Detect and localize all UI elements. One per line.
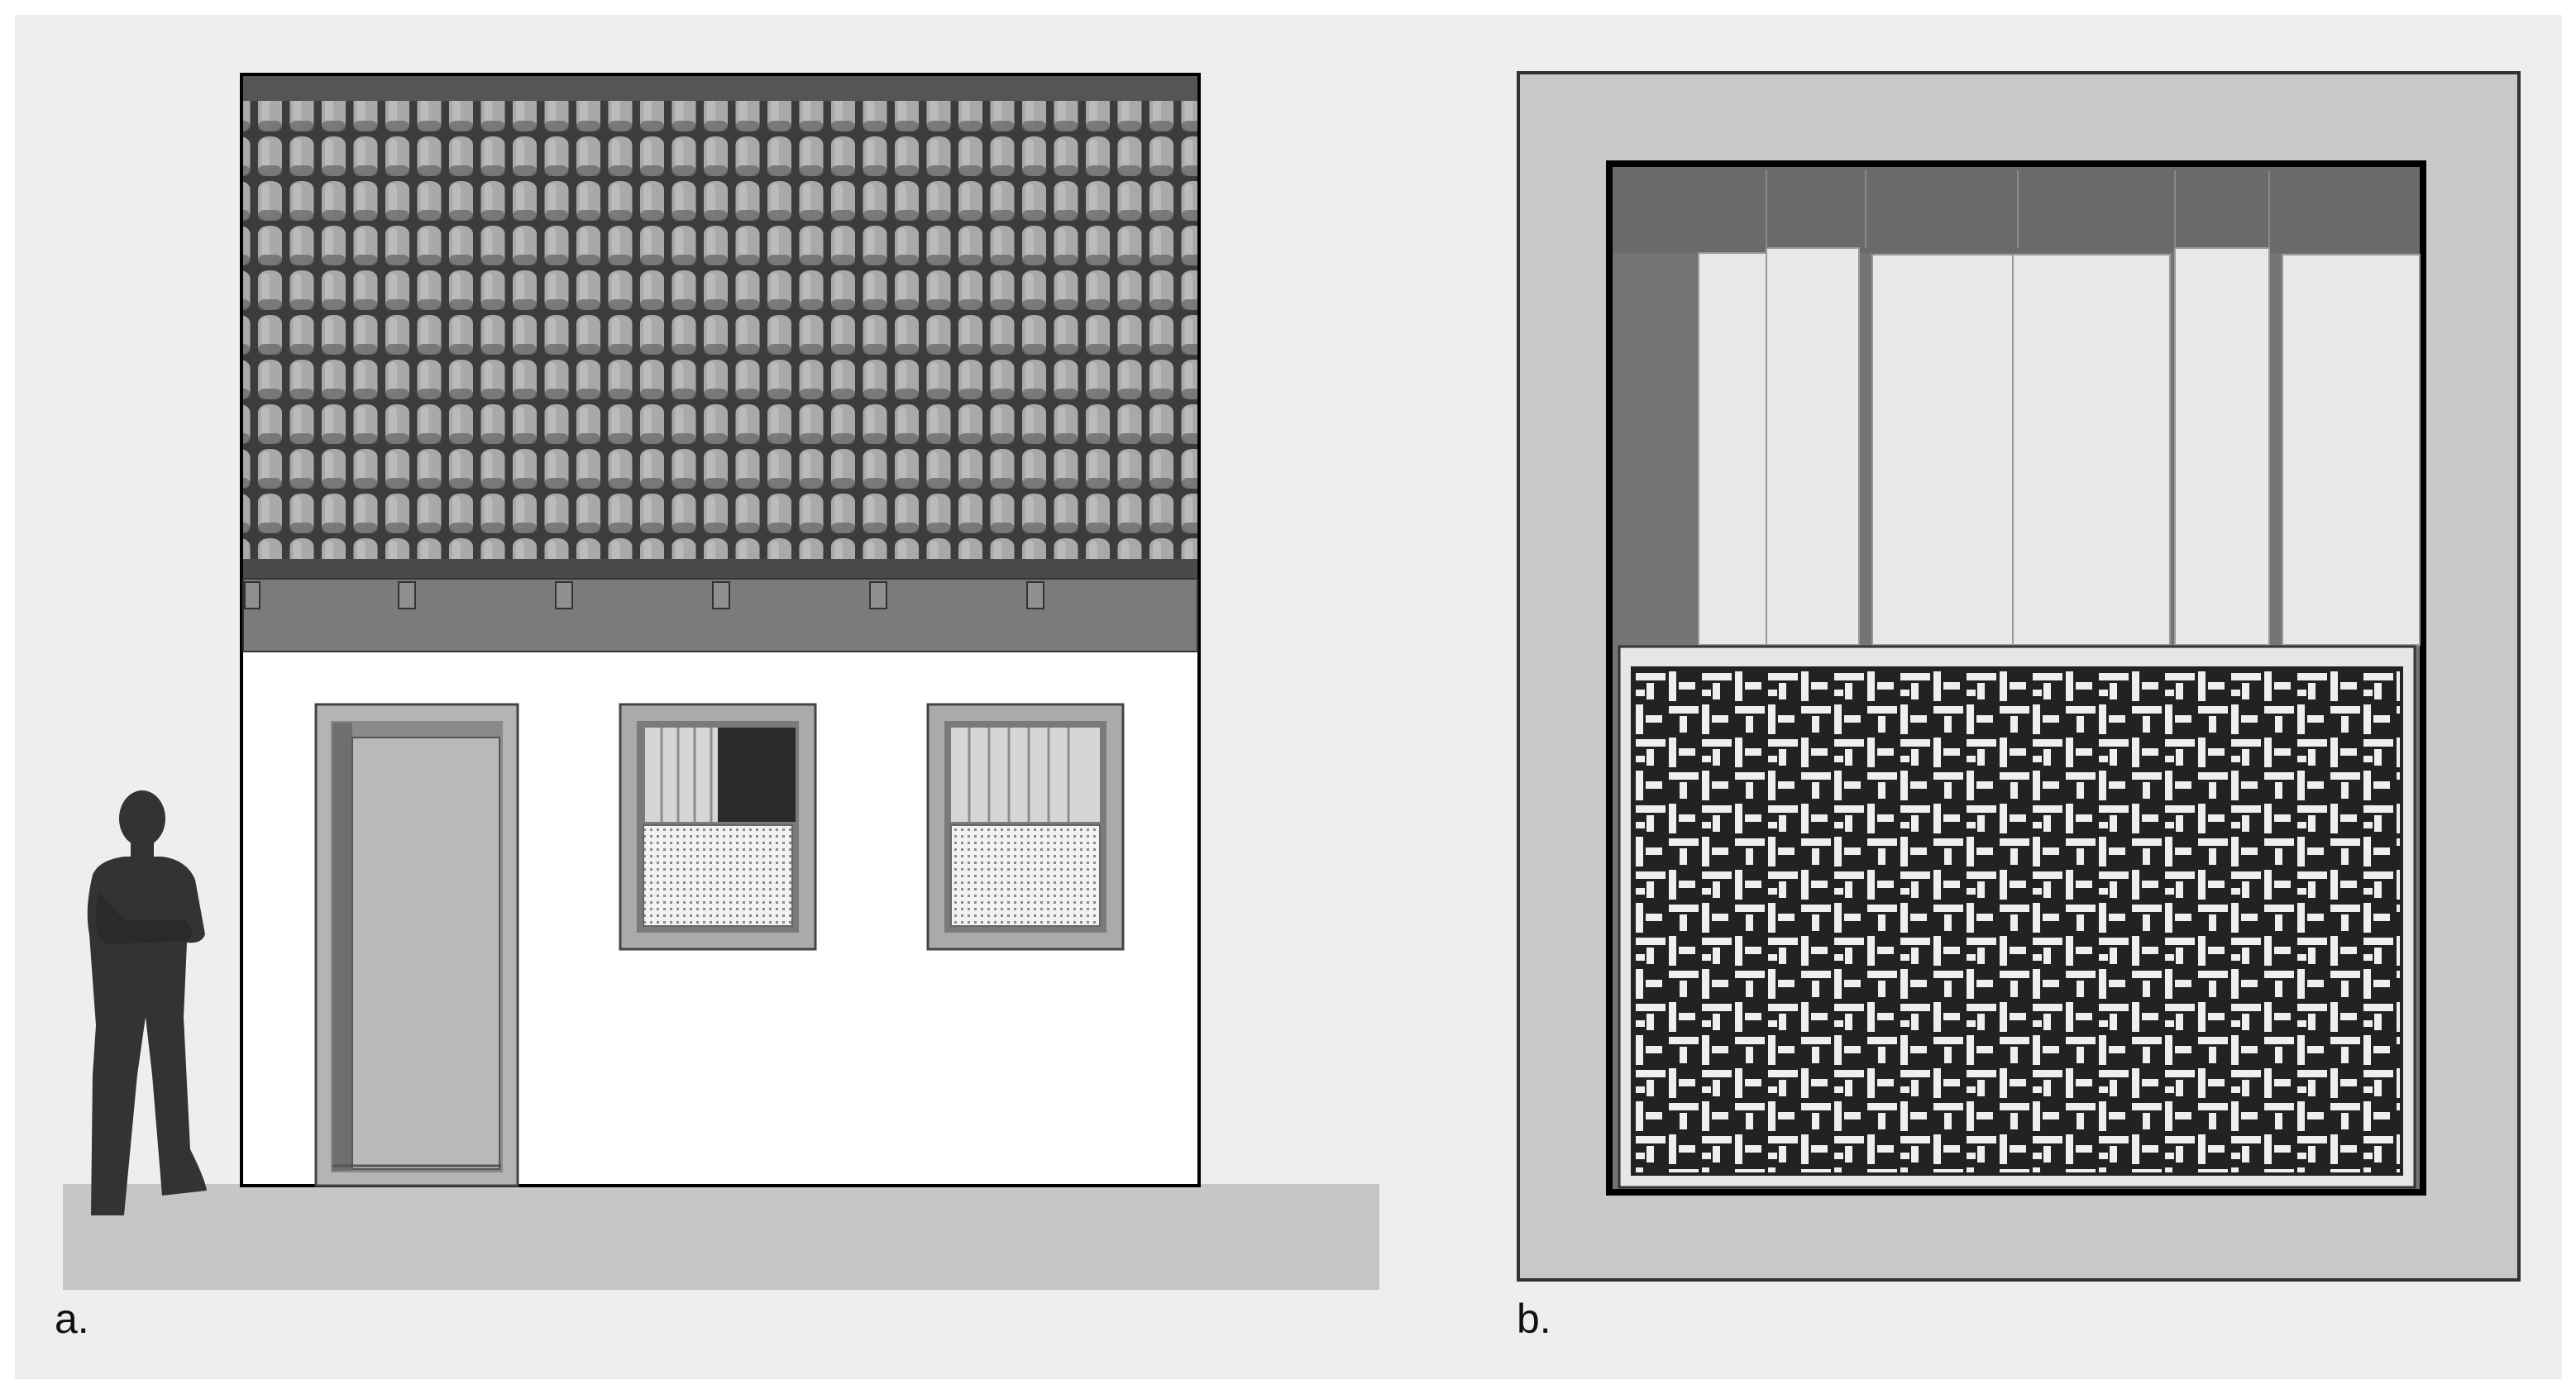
roof-edge: [243, 559, 1197, 579]
window-right: [926, 703, 1125, 951]
panel-a-label: a.: [55, 1296, 89, 1342]
detail-top-band: [1613, 167, 2420, 253]
person-silhouette-icon: [87, 790, 207, 1215]
elevation-panel: a.: [55, 73, 1379, 1342]
roof-top-band: [243, 76, 1197, 101]
window-detail-panel: b.: [1517, 71, 2521, 1342]
panel-b-label: b.: [1517, 1296, 1551, 1342]
roof-tiles: [243, 101, 1197, 562]
blind-top-dividers: [1766, 170, 2270, 248]
lattice-screen: [1631, 666, 2403, 1176]
rafter-ends: [244, 581, 1044, 609]
door: [314, 703, 519, 1187]
window-left: [619, 703, 817, 951]
blind-panels: [1698, 247, 2421, 646]
ground-strip: [63, 1184, 1379, 1290]
